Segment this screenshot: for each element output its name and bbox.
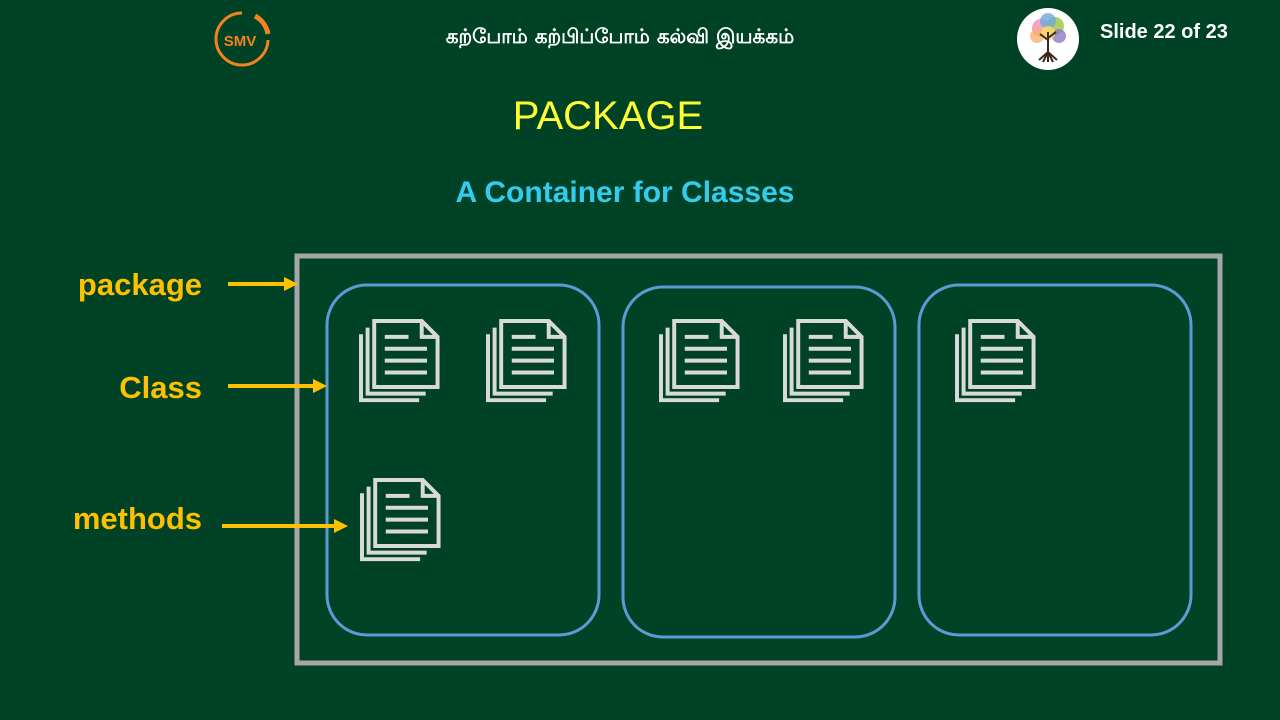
method-icon bbox=[360, 478, 441, 562]
arrow-class-head bbox=[313, 379, 327, 393]
smv-logo-text: SMV bbox=[224, 33, 257, 50]
method-icon bbox=[783, 319, 864, 403]
label-class: Class bbox=[119, 370, 202, 405]
arrow-methods-head bbox=[334, 519, 348, 533]
slide-title: PACKAGE bbox=[512, 94, 704, 138]
label-package: package bbox=[77, 267, 202, 302]
method-icon bbox=[955, 319, 1036, 403]
slide-subtitle: A Container for Classes bbox=[455, 176, 795, 209]
class-box bbox=[917, 283, 1193, 637]
tree-logo bbox=[1017, 8, 1079, 70]
smv-logo: SMV bbox=[211, 10, 273, 68]
class-box bbox=[621, 285, 897, 639]
method-icon bbox=[659, 319, 740, 403]
class-box bbox=[325, 283, 601, 637]
method-icon bbox=[359, 319, 440, 403]
slide-counter: Slide 22 of 23 bbox=[1100, 21, 1228, 43]
label-methods: methods bbox=[72, 501, 202, 536]
arrow-package-head bbox=[284, 277, 298, 291]
header-tagline: கற்போம் கற்பிப்போம் கல்வி இயக்கம் bbox=[445, 24, 795, 48]
package-box bbox=[294, 253, 1223, 666]
method-icon bbox=[486, 319, 567, 403]
